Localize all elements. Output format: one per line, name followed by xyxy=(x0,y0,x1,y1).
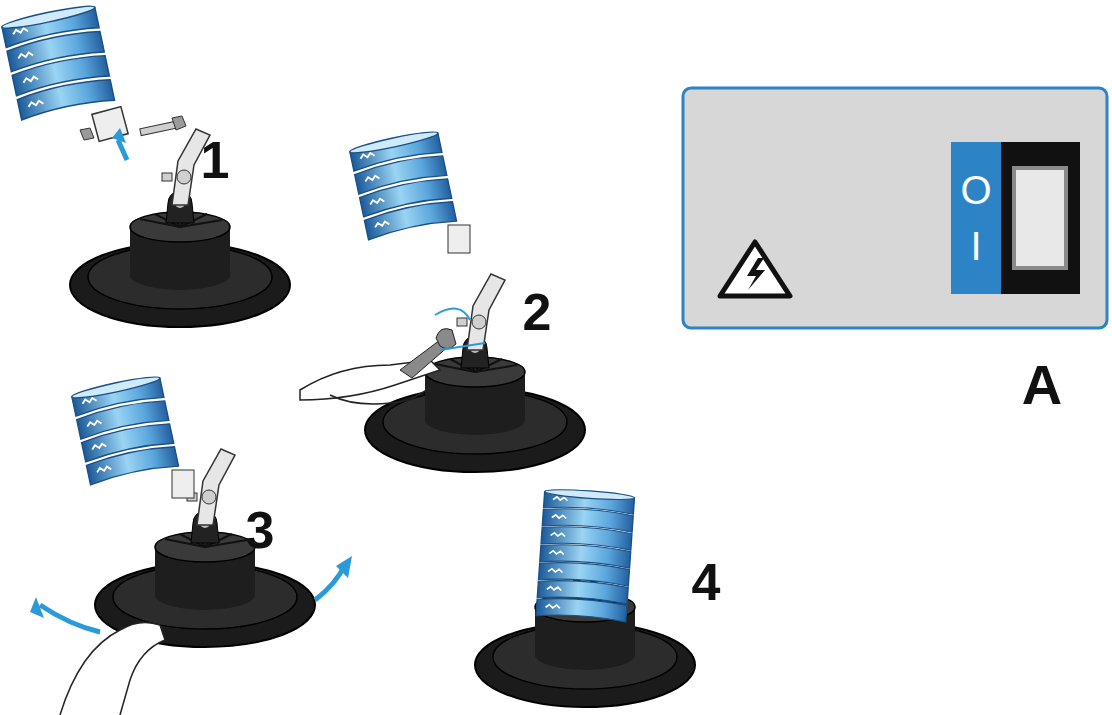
switch-on-mark: I xyxy=(970,226,981,266)
panel-letter: A xyxy=(1022,357,1062,413)
step-number: 2 xyxy=(523,286,552,338)
switch-off-mark: O xyxy=(960,170,991,210)
step-number: 4 xyxy=(692,556,721,608)
step-number: 3 xyxy=(246,504,275,556)
step-number: 1 xyxy=(201,134,230,186)
